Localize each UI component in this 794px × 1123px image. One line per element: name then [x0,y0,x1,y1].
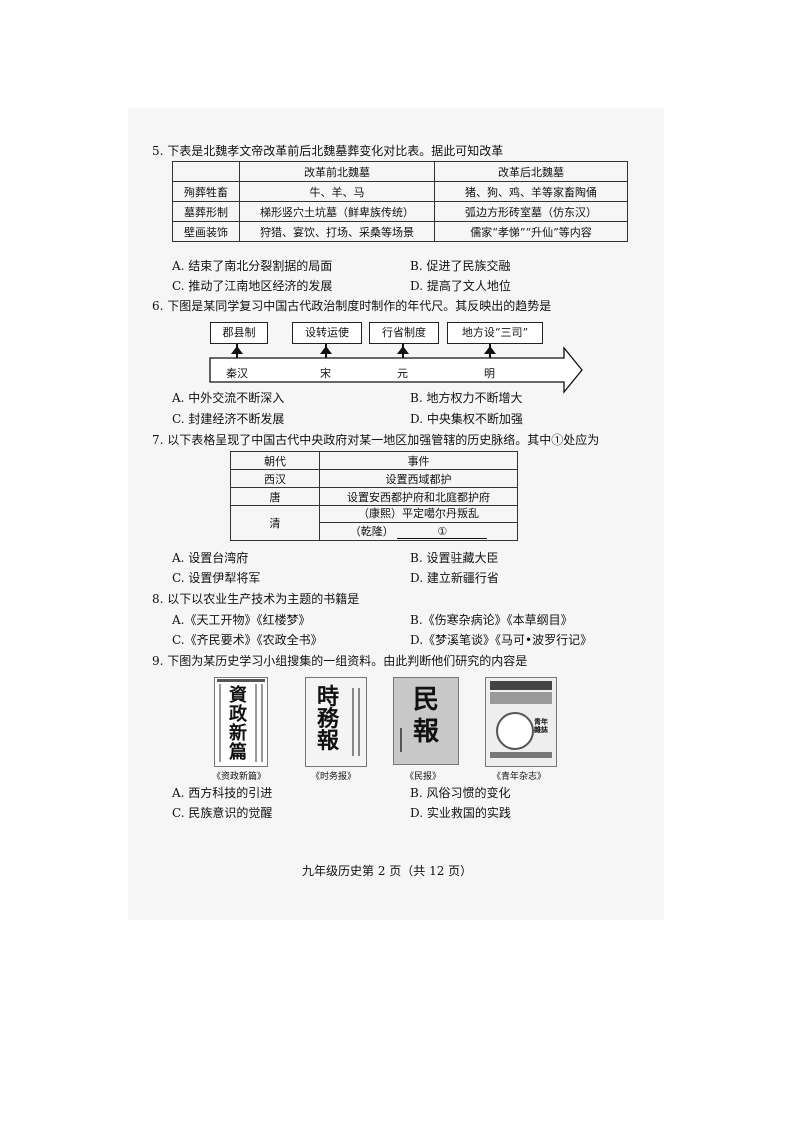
q8-option-b: B.《伤寒杂病论》《本草纲目》 [410,613,573,627]
cover-image-qingnianzazhi: 青年雜誌 [485,677,557,767]
q6-option-c: C. 封建经济不断发展 [172,412,285,426]
table-cell: 清 [230,505,320,541]
timeline-period: 秦汉 [226,367,248,380]
timeline-period: 元 [397,367,408,380]
page-footer: 九年级历史第 2 页（共 12 页） [302,864,473,878]
q5-table: 改革前北魏墓 改革后北魏墓 殉葬牲畜 牛、羊、马 猪、狗、鸡、羊等家畜陶俑 墓葬… [172,161,628,242]
q7-option-b: B. 设置驻藏大臣 [410,551,499,565]
q9-option-a: A. 西方科技的引进 [172,786,273,800]
q5-option-d: D. 提高了文人地位 [410,279,511,293]
table-row: 壁画装饰 狩猎、宴饮、打场、采桑等场景 儒家“孝悌”“升仙”等内容 [172,221,628,242]
q6-option-d: D. 中央集权不断加强 [410,412,523,426]
table-row: 殉葬牲畜 牛、羊、马 猪、狗、鸡、羊等家畜陶俑 [172,181,628,202]
cover-title-text: 青年雜誌 [534,717,548,734]
answer-blank: ① [397,526,488,539]
table-row: 墓葬形制 梯形竖穴土坑墓（鲜卑族传统） 弧边方形砖室墓（仿东汉） [172,201,628,222]
cover-caption: 《资政新篇》 [212,772,267,782]
table-cell: 狩猎、宴饮、打场、采桑等场景 [239,221,435,242]
q5-option-a: A. 结束了南北分裂割据的局面 [172,259,333,273]
table-row: 西汉 设置西域都护 [230,469,518,488]
question-6-stem: 6. 下图是某同学复习中国古代政治制度时制作的年代尺。其反映出的趋势是 [152,299,552,313]
table-header: 事件 [319,451,518,470]
timeline-event-box: 行省制度 [369,322,439,344]
q9-option-c: C. 民族意识的觉醒 [172,806,273,820]
q7-option-c: C. 设置伊犁将军 [172,571,261,585]
cover-title-text: 民報 [412,685,439,747]
timeline-period: 宋 [320,367,331,380]
table-cell: 儒家“孝悌”“升仙”等内容 [434,221,628,242]
question-7-stem: 7. 以下表格呈现了中国古代中央政府对某一地区加强管辖的历史脉络。其中①处应为 [152,433,600,447]
table-cell: 牛、羊、马 [239,181,435,202]
timeline-event-box: 地方设“三司” [447,322,543,344]
cover-caption: 《民报》 [405,772,442,782]
q8-option-d: D.《梦溪笔谈》《马可•波罗行记》 [410,633,593,647]
q9-option-b: B. 风俗习惯的变化 [410,786,511,800]
q6-option-a: A. 中外交流不断深入 [172,391,285,405]
cover-title-text: 時務報 [316,684,339,754]
qing-event-2: （乾隆） ① [320,523,517,540]
q9-option-d: D. 实业救国的实践 [410,806,511,820]
cover-caption: 《时务报》 [311,772,357,782]
table-cell: 壁画装饰 [172,221,240,242]
q8-option-c: C.《齐民要术》《农政全书》 [172,633,323,647]
question-9-stem: 9. 下图为某历史学习小组搜集的一组资料。由此判断他们研究的内容是 [152,654,528,668]
table-cell [172,161,240,182]
qing-event-2-prefix: （乾隆） [349,525,394,538]
cover-image-zizhengxinpian: 資政新篇 [214,677,268,767]
timeline-event-box: 郡县制 [210,322,268,344]
q8-option-a: A.《天工开物》《红楼梦》 [172,613,311,627]
table-cell: （康熙）平定噶尔丹叛乱 （乾隆） ① [319,505,518,541]
table-header: 改革后北魏墓 [434,161,628,182]
cover-caption: 《青年杂志》 [492,772,547,782]
table-cell: 弧边方形砖室墓（仿东汉） [434,201,628,222]
cover-title-text: 資政新篇 [229,685,247,763]
q5-option-b: B. 促进了民族交融 [410,259,511,273]
table-cell: 唐 [230,487,320,506]
qing-event-1: （康熙）平定噶尔丹叛乱 [320,506,517,523]
table-cell: 猪、狗、鸡、羊等家畜陶俑 [434,181,628,202]
table-cell: 墓葬形制 [172,201,240,222]
table-cell: 设置安西都护府和北庭都护府 [319,487,518,506]
q7-option-a: A. 设置台湾府 [172,551,249,565]
table-cell: 设置西域都护 [319,469,518,488]
table-cell: 西汉 [230,469,320,488]
q7-option-d: D. 建立新疆行省 [410,571,499,585]
question-8-stem: 8. 以下以农业生产技术为主题的书籍是 [152,592,360,606]
table-row: 清 （康熙）平定噶尔丹叛乱 （乾隆） ① [230,505,518,541]
q7-table: 朝代 事件 西汉 设置西域都护 唐 设置安西都护府和北庭都护府 清 （康熙）平定… [230,451,518,541]
timeline-period: 明 [484,367,495,380]
q6-option-b: B. 地方权力不断增大 [410,391,523,405]
table-cell: 殉葬牲畜 [172,181,240,202]
table-row: 唐 设置安西都护府和北庭都护府 [230,487,518,506]
table-row: 朝代 事件 [230,451,518,470]
question-5-stem: 5. 下表是北魏孝文帝改革前后北魏墓葬变化对比表。据此可知改革 [152,144,504,158]
q5-option-c: C. 推动了江南地区经济的发展 [172,279,333,293]
timeline-arrow [209,344,583,394]
table-cell: 梯形竖穴土坑墓（鲜卑族传统） [239,201,435,222]
cover-image-shiwubao: 時務報 [305,677,367,767]
table-header: 改革前北魏墓 [239,161,435,182]
timeline-event-box: 设转运使 [292,322,362,344]
table-row: 改革前北魏墓 改革后北魏墓 [172,161,628,182]
table-header: 朝代 [230,451,320,470]
cover-image-minbao: 民報 [393,677,459,765]
